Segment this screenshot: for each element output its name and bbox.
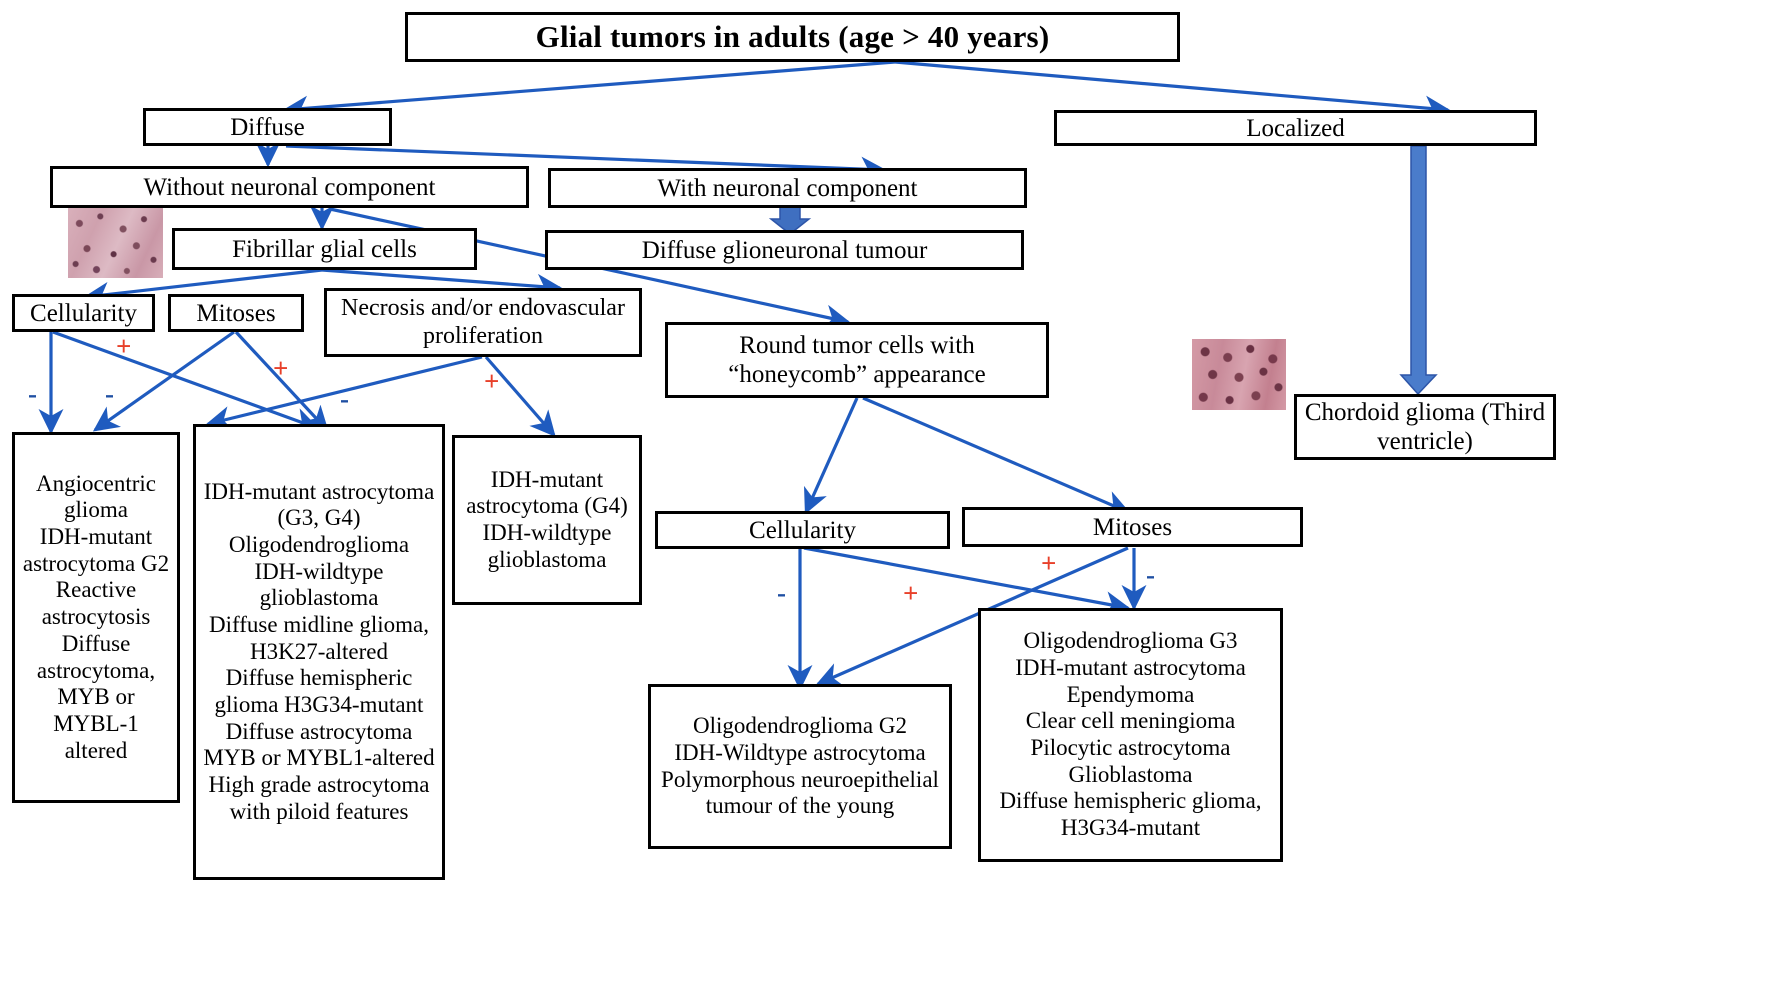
edge-root-to-localized	[894, 60, 1451, 121]
node-round-tumor-cells-honeycomb[interactable]: Round tumor cells with “honeycomb” appea…	[665, 322, 1049, 398]
node-fibrillar-label: Fibrillar glial cells	[232, 235, 417, 263]
edge-label-mitoses-right-plus: +	[1041, 548, 1057, 578]
leaf-high-grade-label: IDH-mutant astrocytoma (G3, G4) Oligoden…	[203, 478, 435, 824]
node-necrosis-endovascular-proliferation[interactable]: Necrosis and/or endovascular proliferati…	[324, 288, 642, 357]
edge-label-cellularity-right-plus: +	[903, 578, 919, 608]
node-chordoid-glioma[interactable]: Chordoid glioma (Third ventricle)	[1294, 394, 1556, 460]
node-cellularity-left[interactable]: Cellularity	[12, 294, 155, 332]
node-without-neuronal-component[interactable]: Without neuronal component	[50, 166, 529, 208]
node-diffuse-label: Diffuse	[230, 113, 305, 141]
block-arrow-localized	[1399, 145, 1438, 396]
edge-label-mitoses-right-minus: -	[1146, 560, 1155, 590]
leaf-g4-label: IDH-mutant astrocytoma (G4) IDH-wildtype…	[466, 466, 628, 572]
node-chordoid-label: Chordoid glioma (Third ventricle)	[1304, 399, 1546, 455]
node-diffuse[interactable]: Diffuse	[143, 108, 392, 146]
node-necrosis-label: Necrosis and/or endovascular proliferati…	[341, 294, 625, 349]
leaf-oligo-g2-label: Oligodendroglioma G2 IDH-Wildtype astroc…	[661, 713, 939, 819]
leaf-low-grade-outcomes[interactable]: Angiocentric glioma IDH-mutant astrocyto…	[12, 432, 180, 803]
node-with-neuronal-label: With neuronal component	[657, 174, 918, 202]
edge-label-necrosis-minus: -	[340, 384, 349, 414]
edge-label-cellularity-left-minus: -	[28, 379, 37, 409]
node-mitoses-left-label: Mitoses	[196, 299, 276, 327]
node-root-title: Glial tumors in adults (age > 40 years)	[405, 12, 1180, 62]
leaf-oligo-g3-label: Oligodendroglioma G3 IDH-mutant astrocyt…	[999, 628, 1262, 841]
edge-label-cellularity-left-plus: +	[116, 331, 132, 361]
edge-label-mitoses-left-minus: -	[105, 379, 114, 409]
node-mitoses-right-label: Mitoses	[1092, 513, 1173, 541]
edge-round-to-cellularity-right	[804, 397, 859, 515]
node-localized-label: Localized	[1246, 114, 1345, 142]
node-cellularity-left-label: Cellularity	[30, 299, 137, 327]
leaf-g4-outcomes[interactable]: IDH-mutant astrocytoma (G4) IDH-wildtype…	[452, 435, 642, 605]
node-diffuse-glioneuronal-tumour[interactable]: Diffuse glioneuronal tumour	[545, 230, 1024, 270]
node-diffuse-glioneuronal-label: Diffuse glioneuronal tumour	[641, 236, 928, 264]
edge-fibrillar-to-necrosis	[321, 268, 563, 299]
leaf-oligodendroglioma-g2-outcomes[interactable]: Oligodendroglioma G2 IDH-Wildtype astroc…	[648, 684, 952, 849]
histology-honeycomb-round-cells-image	[1192, 339, 1286, 410]
node-round-tumor-label: Round tumor cells with “honeycomb” appea…	[728, 332, 986, 388]
edge-label-cellularity-right-minus: -	[777, 578, 786, 608]
node-with-neuronal-component[interactable]: With neuronal component	[548, 168, 1027, 208]
node-root-label: Glial tumors in adults (age > 40 years)	[535, 19, 1050, 55]
leaf-high-grade-outcomes[interactable]: IDH-mutant astrocytoma (G3, G4) Oligoden…	[193, 424, 445, 880]
histology-fibrillar-glial-cells-image	[68, 208, 163, 278]
node-without-neuronal-label: Without neuronal component	[143, 173, 436, 201]
node-cellularity-right-label: Cellularity	[749, 516, 856, 544]
node-cellularity-right[interactable]: Cellularity	[655, 511, 950, 549]
edge-cellularity-right-plus	[803, 546, 1131, 617]
node-localized[interactable]: Localized	[1054, 110, 1537, 146]
leaf-oligodendroglioma-g3-outcomes[interactable]: Oligodendroglioma G3 IDH-mutant astrocyt…	[978, 608, 1283, 862]
edge-round-to-mitoses-right	[862, 396, 1131, 515]
leaf-low-grade-label: Angiocentric glioma IDH-mutant astrocyto…	[22, 470, 170, 763]
edge-label-mitoses-left-plus: +	[273, 353, 289, 383]
node-fibrillar-glial-cells[interactable]: Fibrillar glial cells	[172, 228, 477, 270]
edge-root-to-diffuse	[282, 60, 896, 121]
edge-label-necrosis-plus: +	[484, 366, 500, 396]
node-mitoses-left[interactable]: Mitoses	[168, 294, 304, 332]
node-mitoses-right[interactable]: Mitoses	[962, 507, 1303, 547]
